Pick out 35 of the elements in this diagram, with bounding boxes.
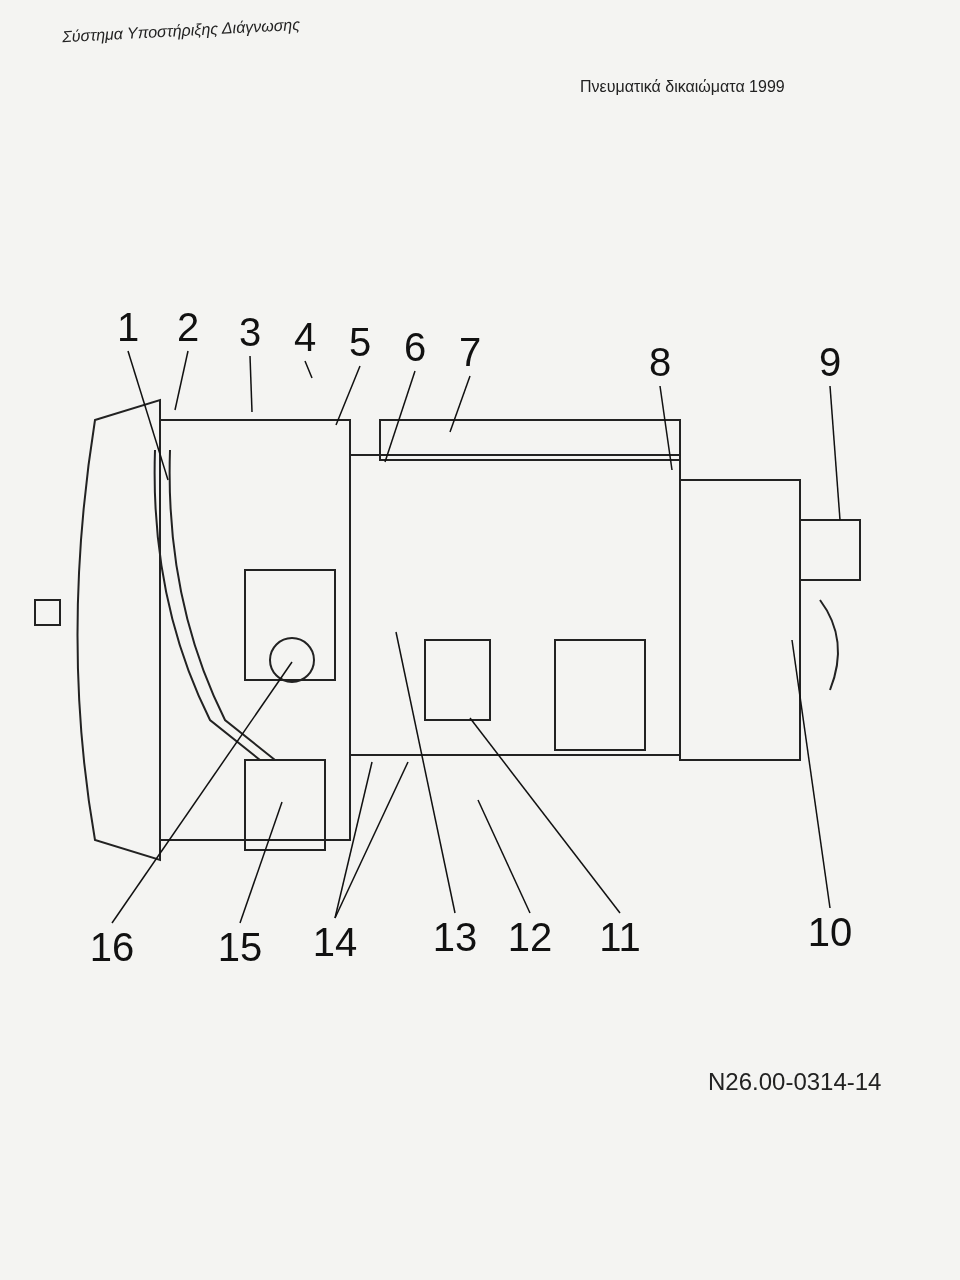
leader-line	[829, 385, 841, 521]
callout-number: 13	[432, 915, 478, 959]
leader-line	[384, 370, 416, 463]
callout-number: 1	[116, 305, 140, 349]
copyright-note: Πνευματικά δικαιώματα 1999	[580, 78, 785, 96]
callout-number: 16	[89, 925, 135, 969]
callout-number: 15	[217, 925, 263, 969]
callout-number: 5	[348, 320, 372, 364]
leader-line	[304, 360, 313, 379]
callout-number: 4	[293, 315, 317, 359]
leader-line	[395, 631, 456, 914]
leader-line	[469, 717, 621, 914]
callout-number: 9	[818, 340, 842, 384]
leader-line	[174, 350, 189, 411]
leader-line	[659, 385, 673, 471]
callout-number: 12	[507, 915, 553, 959]
leader-line	[449, 375, 471, 433]
callout-number: 3	[238, 310, 262, 354]
callout-number: 8	[648, 340, 672, 384]
page-header: Σύστημα Υποστήριξης Διάγνωσης	[61, 15, 301, 47]
callout-number: 14	[312, 920, 358, 964]
callout-number: 7	[458, 330, 482, 374]
leader-line	[111, 661, 293, 924]
leader-line	[334, 761, 409, 919]
leader-line	[335, 365, 361, 426]
leader-line	[127, 350, 169, 481]
leader-line	[239, 801, 283, 924]
leader-line	[249, 355, 253, 413]
figure-code: N26.00-0314-14	[708, 1068, 882, 1096]
callout-number: 2	[176, 305, 200, 349]
callout-number: 6	[403, 325, 427, 369]
leader-line	[477, 799, 531, 914]
callout-number: 10	[807, 910, 853, 954]
leader-line	[791, 639, 831, 909]
callout-number: 11	[599, 915, 641, 959]
